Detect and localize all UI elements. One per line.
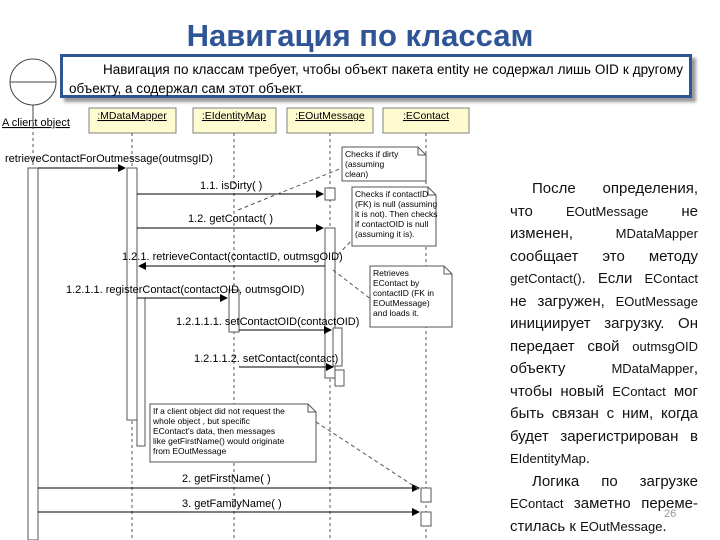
code-term: EOutMessage <box>615 293 698 309</box>
side-text: После определения, что EOutMessage не из… <box>510 178 698 538</box>
note-dirty: Checks if dirty (assuming clean) <box>341 146 427 182</box>
message-1: 1.1. isDirty( ) <box>200 180 262 192</box>
note-client-line-4: from EOutMessage <box>153 446 226 456</box>
actor-figure <box>9 58 57 120</box>
message-6: 1.2.1.1.2. setContact(contact) <box>194 353 338 365</box>
note-retrieve-line-4: and loads it. <box>373 308 419 318</box>
message-3: 1.2.1. retrieveContact(contactID, outmsg… <box>122 251 343 263</box>
message-8: 3. getFamilyName( ) <box>182 498 282 510</box>
note-check-contact: Checks if contactID (FK) is null (assumi… <box>351 186 440 247</box>
code-term: EContact <box>510 496 564 511</box>
object-label-eidentitymap: :EIdentityMap <box>202 110 266 122</box>
message-4: 1.2.1.1. registerContact(contactOID, out… <box>66 284 304 296</box>
note-check-line-0: Checks if contactID <box>355 189 428 199</box>
note-check-line-1: (FK) is null (assuming <box>355 199 437 209</box>
slide-title: Навигация по классам <box>186 18 534 53</box>
note-retrieve-line-0: Retrieves <box>373 268 409 278</box>
code-term: outmsgOID <box>632 338 698 354</box>
callout-text: Навигация по классам требует, чтобы объе… <box>69 62 683 96</box>
note-check-line-2: it is not). Then checks <box>355 209 438 219</box>
note-dirty-line-2: clean) <box>345 169 368 179</box>
note-retrieve-line-2: contactID (FK in <box>373 288 434 298</box>
code-term: EContact <box>644 271 698 286</box>
note-dirty-line-0: Checks if dirty <box>345 149 399 159</box>
object-box-econtact: :EContact <box>382 107 470 134</box>
activation-bars <box>27 167 432 540</box>
callout-box: Навигация по классам требует, чтобы объе… <box>60 54 692 98</box>
message-0: retrieveContactForOutmessage(outmsgID) <box>5 153 213 165</box>
svg-text:If a client object did not req: If a client object did not request the w… <box>152 406 287 456</box>
page-number: 26 <box>664 508 677 520</box>
message-2: 1.2. getContact( ) <box>188 213 273 225</box>
message-7: 2. getFirstName( ) <box>182 473 271 485</box>
svg-text:Checks if contactID (FK): Checks if contactID (FK) is null (assumi… <box>355 189 440 239</box>
note-client-request: If a client object did not request the w… <box>149 403 317 463</box>
code-term: EIdentityMap <box>510 451 586 466</box>
svg-text:Checks if dirty (assumin: Checks if dirty (assuming clean) <box>345 149 401 179</box>
side-paragraph-2: Логика по загрузке EContact заметно пере… <box>510 472 698 535</box>
svg-text:Retrieves EContact by: Retrieves EContact by contactID (FK in E… <box>373 268 436 318</box>
message-5: 1.2.1.1.1. setContactOID(contactOID) <box>176 316 359 328</box>
note-retrieve-line-1: EContact by <box>373 278 420 288</box>
note-client-line-0: If a client object did not request the <box>153 406 285 416</box>
note-connectors <box>237 167 421 491</box>
object-label-mdatamapper: :MDataMapper <box>97 110 167 122</box>
note-client-line-3: like getFirstName() would originate <box>153 436 285 446</box>
side-paragraph-1: После определения, что EOutMessage не из… <box>510 180 699 467</box>
note-check-line-3: if contactOID is null <box>355 219 428 229</box>
code-term: EContact <box>612 383 666 399</box>
code-term: EOutMessage <box>565 203 649 219</box>
code-term: MDataMapper <box>615 226 698 241</box>
object-box-mdatamapper: :MDataMapper <box>88 107 177 134</box>
code-term: getContact() <box>510 271 582 286</box>
note-retrieve-line-3: EOutMessage) <box>373 298 430 308</box>
note-dirty-line-1: (assuming <box>345 159 384 169</box>
code-term: MDataMapper <box>611 361 694 376</box>
note-client-line-2: EContact's data, then messages <box>153 426 275 436</box>
object-label-eoutmessage: :EOutMessage <box>295 110 365 122</box>
note-check-line-4: (assuming it is). <box>355 229 415 239</box>
object-box-eidentitymap: :EIdentityMap <box>192 107 277 134</box>
object-label-econtact: :EContact <box>403 110 449 122</box>
object-box-eoutmessage: :EOutMessage <box>286 107 374 134</box>
note-client-line-1: whole object , but specific <box>152 416 251 426</box>
message-arrows <box>38 164 420 516</box>
note-retrieve: Retrieves EContact by contactID (FK in E… <box>369 265 453 328</box>
actor-label: A client object <box>2 117 70 129</box>
code-term: EOutMessage <box>580 518 663 534</box>
